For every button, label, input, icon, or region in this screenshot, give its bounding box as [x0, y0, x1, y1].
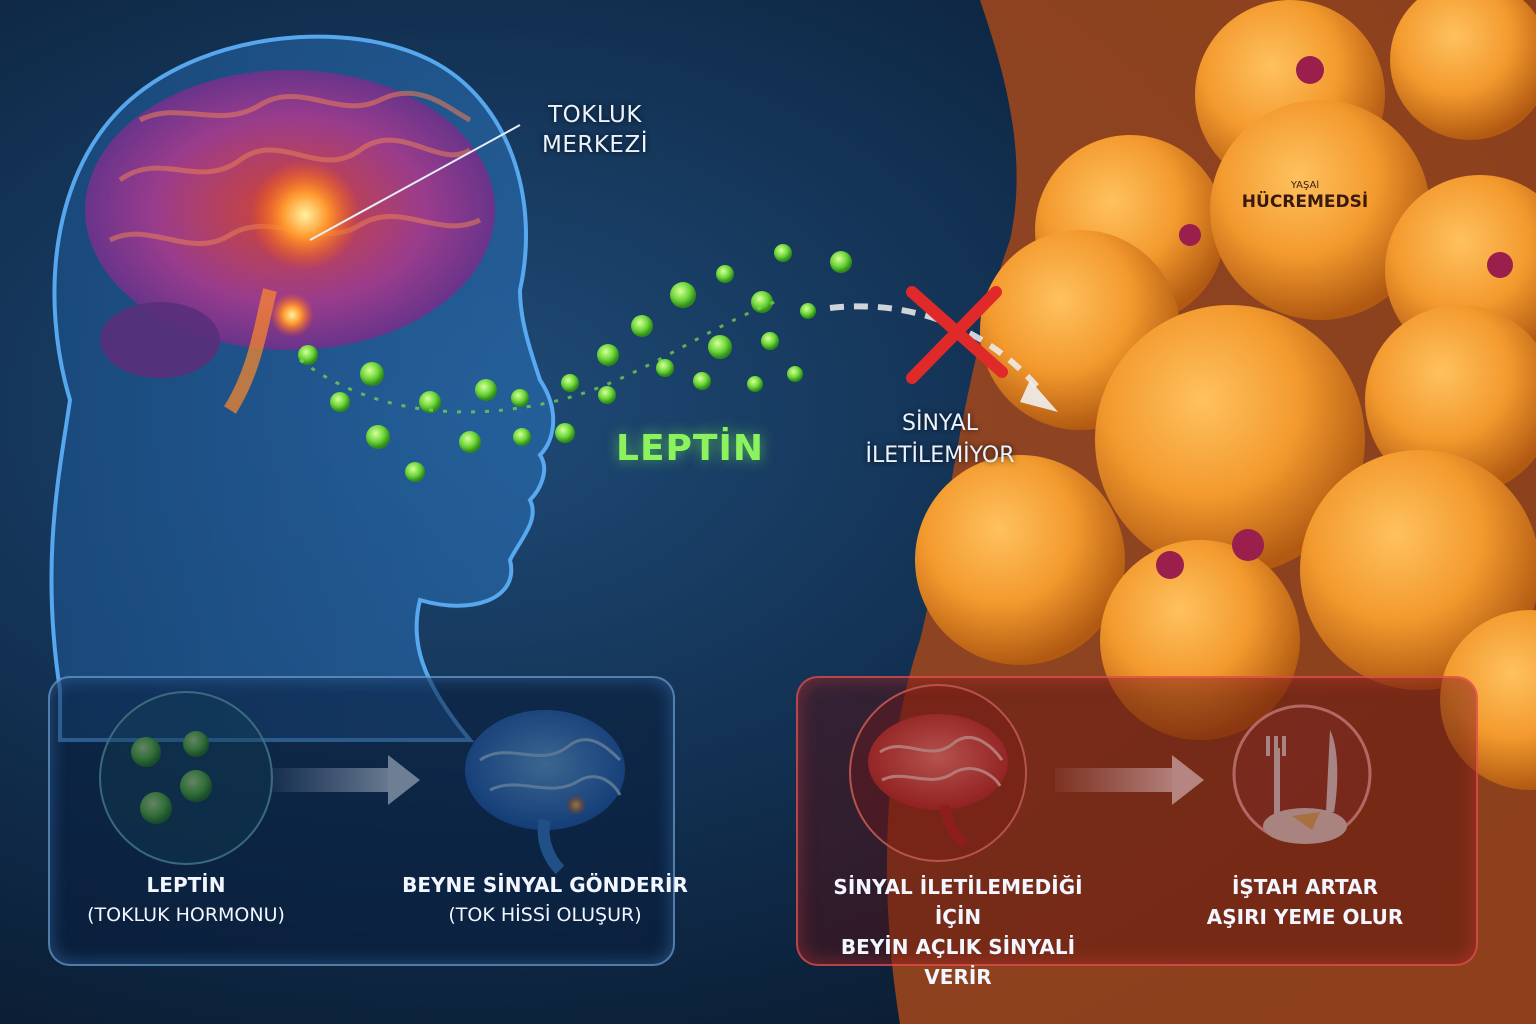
- arrow-right-icon: [1055, 755, 1204, 805]
- leptin-molecule-icon: [298, 244, 852, 482]
- normal-step2-subtitle: (TOK HİSSİ OLUŞUR): [448, 904, 642, 926]
- fat-tissue: [886, 0, 1536, 1024]
- label-pointer-line: [309, 124, 521, 241]
- cross-icon: [906, 286, 1008, 384]
- watermark: YAŞAl HÜCREMEDSİ: [1230, 180, 1380, 212]
- fork-knife-plate-icon: [1232, 704, 1372, 844]
- brain-icon: [85, 70, 495, 414]
- normal-step1-title: LEPTİN: [146, 873, 226, 897]
- cell-nucleus: [1296, 56, 1324, 84]
- satiety-center-glow: [250, 160, 360, 270]
- cerebellum: [100, 302, 220, 378]
- fat-cell: [1440, 610, 1536, 790]
- leptin-label: LEPTİN: [616, 428, 764, 469]
- blocked-signal-arrow: [829, 303, 1058, 412]
- signal-blocked-label: SİNYAL İLETİLEMİYOR: [840, 408, 1040, 472]
- satiety-center-label: TOKLUK MERKEZİ: [510, 100, 680, 160]
- cell-nucleus: [1179, 224, 1201, 246]
- watermark-line2: HÜCREMEDSİ: [1241, 192, 1369, 212]
- normal-step2-title: BEYNE SİNYAL GÖNDERİR: [402, 873, 688, 897]
- resistance-step1-caption: SİNYAL İLETİLEMEDİĞİ İÇİN BEYİN AÇLIK Sİ…: [808, 872, 1108, 992]
- signal-blocked-line1: SİNYAL: [902, 411, 978, 436]
- normal-step1-subtitle: (TOKLUK HORMONU): [87, 904, 285, 926]
- resistance-pathway-panel: [796, 676, 1478, 966]
- fat-cell: [1100, 540, 1300, 740]
- satiety-center-line2: MERKEZİ: [541, 132, 648, 158]
- resistance-step2-caption: İŞTAH ARTAR AŞIRI YEME OLUR: [1190, 872, 1420, 932]
- resistance-step2-subtitle: AŞIRI YEME OLUR: [1206, 905, 1404, 929]
- satiety-center-line1: TOKLUK: [548, 102, 642, 128]
- resistance-step2-title: İŞTAH ARTAR: [1231, 875, 1379, 899]
- signal-blocked-line2: İLETİLEMİYOR: [865, 443, 1015, 468]
- fat-cell: [1095, 305, 1365, 575]
- normal-step2-caption: BEYNE SİNYAL GÖNDERİR (TOK HİSSİ OLUŞUR): [400, 870, 690, 930]
- fat-cell: [1390, 0, 1536, 140]
- normal-step1-caption: LEPTİN (TOKLUK HORMONU): [70, 870, 302, 930]
- cell-nucleus: [1156, 551, 1184, 579]
- cell-nucleus: [1487, 252, 1513, 278]
- brain-stem: [224, 288, 277, 414]
- resistance-step1-title: SİNYAL İLETİLEMEDİĞİ İÇİN: [833, 875, 1083, 929]
- brain-icon: [849, 684, 1027, 862]
- hypothalamus-glow: [270, 293, 314, 337]
- resistance-step1-subtitle: BEYİN AÇLIK SİNYALİ VERİR: [840, 935, 1076, 989]
- fat-cell: [915, 455, 1125, 665]
- fat-cell: [1365, 305, 1536, 495]
- watermark-line1: YAŞAl: [1290, 180, 1320, 191]
- leptin-molecules: [298, 244, 852, 482]
- normal-pathway-panel: [48, 676, 675, 966]
- arrow-head: [1020, 380, 1058, 412]
- cell-nucleus: [1232, 529, 1264, 561]
- fat-cell: [1210, 100, 1430, 320]
